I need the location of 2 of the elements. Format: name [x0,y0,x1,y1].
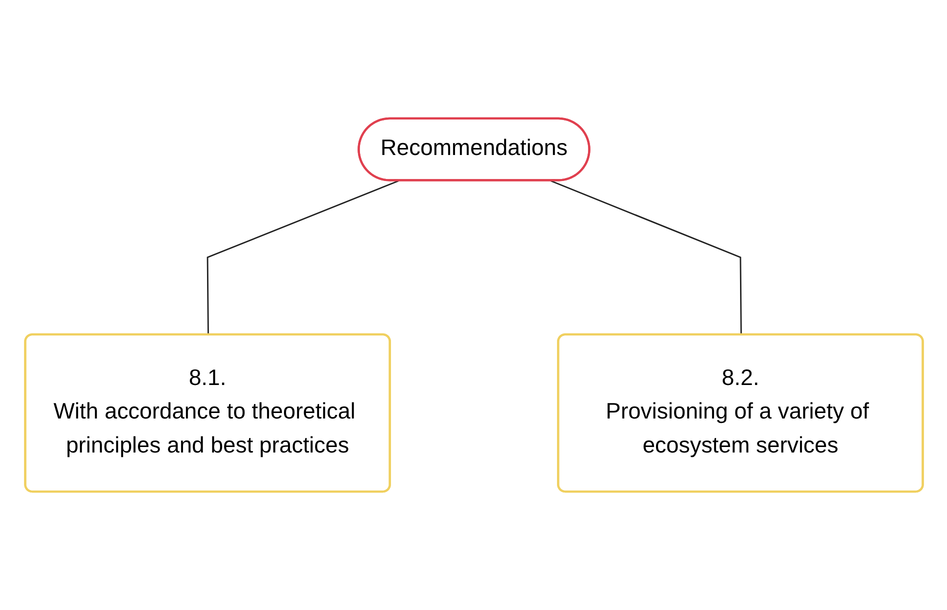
connector [206,180,398,336]
connector [550,180,742,336]
